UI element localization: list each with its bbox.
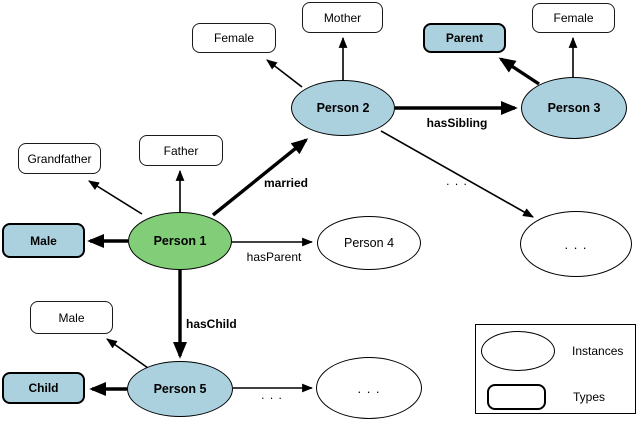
- edge-label-more-bottom: . . .: [261, 388, 283, 402]
- node-person-3: Person 3: [521, 77, 627, 139]
- type-parent-highlighted: Parent: [423, 23, 506, 53]
- edge-label-haschild: hasChild: [186, 317, 237, 331]
- type-female-right: Female: [532, 3, 615, 33]
- type-grandfather: Grandfather: [18, 143, 101, 174]
- legend-types-shape: [487, 384, 546, 410]
- edge-label-hasparent: hasParent: [246, 250, 302, 264]
- edge-person3-parent: [498, 57, 540, 86]
- legend-instances-label: Instances: [572, 344, 624, 358]
- legend-instances-shape: [481, 331, 555, 371]
- node-person-5: Person 5: [127, 361, 233, 417]
- type-father: Father: [139, 135, 223, 166]
- type-mother: Mother: [302, 2, 383, 33]
- type-female-left: Female: [192, 23, 276, 53]
- type-child-highlighted: Child: [2, 372, 85, 404]
- edge-label-married: married: [263, 176, 309, 190]
- legend-types-label: Types: [573, 390, 606, 404]
- node-more-instances-mid: . . .: [520, 211, 632, 277]
- edge-person5-male-plain: [106, 338, 149, 369]
- type-male-highlighted: Male: [2, 223, 85, 258]
- edge-person1-grandfather: [88, 180, 143, 215]
- node-person-2: Person 2: [291, 80, 395, 136]
- edge-person2-more: [380, 130, 534, 218]
- node-more-instances-bottom: . . .: [316, 357, 422, 419]
- edge-person2-female-left: [266, 59, 303, 88]
- edge-label-hassibling: hasSibling: [426, 116, 488, 130]
- edge-person1-person2-married: [211, 138, 309, 217]
- node-person-4: Person 4: [317, 216, 421, 270]
- edge-label-more-mid: . . .: [446, 174, 468, 188]
- type-male-plain: Male: [30, 301, 113, 334]
- node-person-1: Person 1: [128, 212, 232, 270]
